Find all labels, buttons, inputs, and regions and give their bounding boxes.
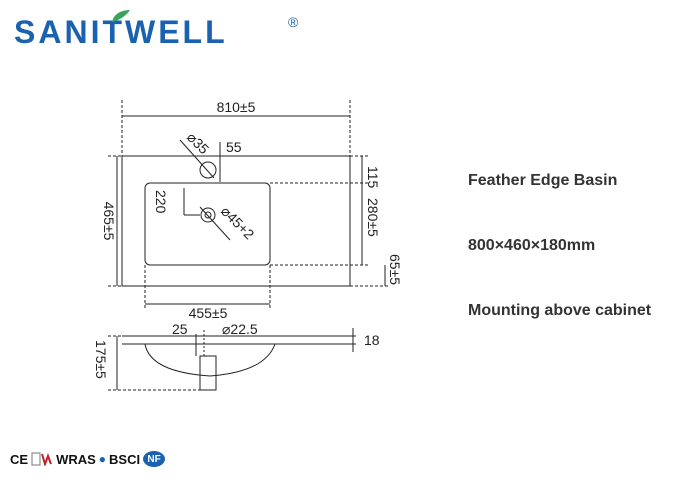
dim-top-thickness: 18	[364, 332, 380, 348]
dim-basin-width: 455±5	[189, 305, 228, 321]
drop-icon: ●	[98, 452, 107, 466]
dim-tap-to-back: 115	[365, 166, 381, 189]
dim-overall-width: 810±5	[217, 99, 256, 115]
cert-ce: CE	[10, 451, 29, 467]
basin-outline	[144, 182, 271, 266]
w-mark-icon	[31, 452, 53, 466]
drain-hole	[200, 207, 216, 223]
certification-row: CE WRAS ● BSCI NF	[10, 451, 166, 467]
dim-basin-depth: 280±5	[365, 198, 381, 237]
side-basin-profile	[144, 343, 276, 377]
dim-overflow-diameter: ⌀22.5	[222, 321, 258, 337]
dim-total-height: 175±5	[93, 340, 109, 379]
cert-bsci: BSCI	[109, 451, 141, 467]
spec-size: 800×460×180mm	[468, 237, 596, 254]
registered-mark: ®	[288, 14, 299, 30]
brand-name: SANITWELL	[14, 14, 228, 50]
spec-name: Feather Edge Basin	[468, 172, 618, 189]
cert-nf: NF	[143, 451, 166, 467]
cert-wras: WRAS	[56, 451, 96, 467]
spec-mounting: Mounting above cabinet	[468, 302, 652, 319]
countertop-outline	[121, 155, 351, 287]
dim-tap-offset: 55	[226, 139, 242, 155]
dim-overall-depth: 465±5	[101, 202, 117, 241]
dim-front-margin: 65±5	[387, 254, 403, 285]
brand-logo: SANITWELL	[14, 14, 228, 51]
dim-tap-diameter: ⌀35	[184, 129, 212, 157]
dim-drain-to-edge: 220	[153, 190, 169, 214]
side-drain	[199, 355, 217, 391]
dim-overflow-offset: 25	[172, 321, 188, 337]
dim-drain-diameter: ⌀45+2	[218, 203, 258, 243]
tap-hole	[199, 161, 217, 179]
leaf-icon	[110, 8, 132, 29]
